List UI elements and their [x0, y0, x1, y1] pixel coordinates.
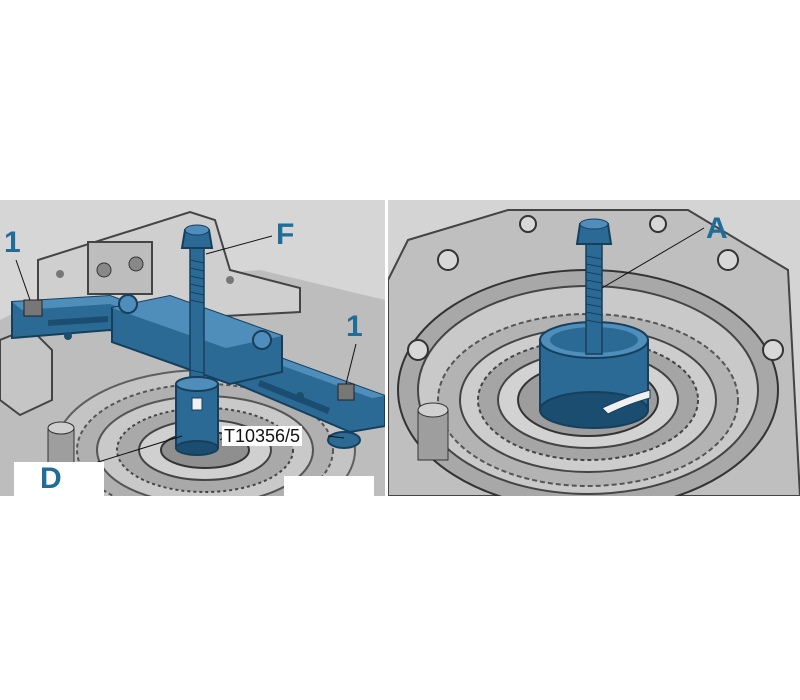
label-tool-number: T10356/5	[222, 426, 303, 446]
label-1-right: 1	[346, 310, 363, 343]
white-label-mask-left	[14, 462, 104, 496]
white-label-mask-right	[284, 476, 374, 496]
label-a: A	[706, 212, 728, 245]
right-illustration	[388, 200, 800, 496]
right-illustration-panel: A	[388, 200, 800, 496]
panel-divider	[385, 200, 388, 496]
label-d: D	[40, 462, 62, 495]
left-illustration	[0, 200, 385, 496]
left-illustration-panel: F 1 1 T10356/5 D	[0, 200, 385, 496]
label-1-left: 1	[4, 226, 21, 259]
label-f: F	[276, 218, 295, 251]
